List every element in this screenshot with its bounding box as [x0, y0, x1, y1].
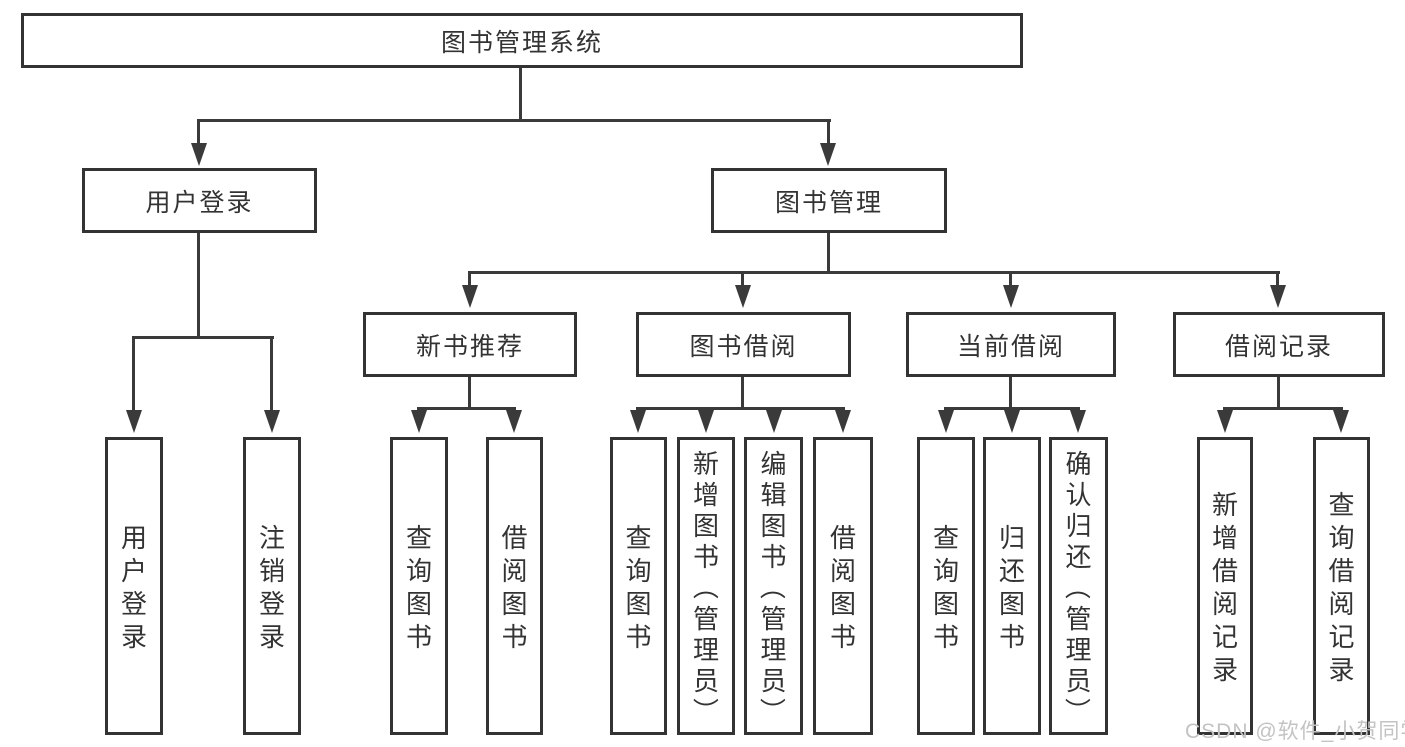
connector-line — [944, 407, 1080, 410]
arrow-down-icon — [1004, 410, 1020, 433]
arrow-down-icon — [1070, 410, 1086, 433]
node-user-login: 用户登录 — [82, 168, 317, 233]
arrow-down-icon — [1003, 285, 1019, 308]
node-book-borrowing: 图书借阅 — [636, 312, 851, 377]
node-add-borrow-record: 新增借阅记录 — [1197, 437, 1253, 735]
arrow-down-icon — [191, 143, 207, 166]
arrow-down-icon — [1333, 410, 1349, 433]
connector-line — [741, 377, 744, 407]
arrow-down-icon — [735, 285, 751, 308]
connector-line — [636, 407, 845, 410]
connector-line — [270, 336, 273, 411]
connector-line — [197, 233, 200, 336]
arrow-down-icon — [126, 410, 142, 433]
connector-line — [827, 233, 830, 271]
arrow-down-icon — [411, 410, 427, 433]
node-root: 图书管理系统 — [21, 13, 1023, 68]
connector-line — [197, 119, 200, 145]
connector-line — [468, 271, 471, 287]
connector-line — [1276, 271, 1279, 287]
node-borrow-books-recommend: 借阅图书 — [486, 437, 543, 735]
node-confirm-return-admin: 确认归还（管理员） — [1049, 437, 1108, 735]
node-edit-books-admin: 编辑图书（管理员） — [744, 437, 803, 735]
connector-line — [827, 119, 830, 145]
node-user-login-leaf: 用户登录 — [105, 437, 163, 735]
connector-line — [1009, 377, 1012, 407]
connector-line — [1223, 407, 1343, 410]
connector-line — [741, 271, 744, 287]
arrow-down-icon — [1270, 285, 1286, 308]
node-query-books-recommend: 查询图书 — [390, 437, 448, 735]
node-book-management: 图书管理 — [711, 168, 947, 233]
watermark: CSDN @软件_小贺同学 — [1185, 720, 1405, 743]
arrow-down-icon — [506, 410, 522, 433]
connector-line — [468, 377, 471, 407]
arrow-down-icon — [820, 143, 836, 166]
connector-line — [468, 271, 1280, 274]
node-query-borrow-record: 查询借阅记录 — [1313, 437, 1370, 735]
arrow-down-icon — [264, 410, 280, 433]
node-add-books-admin: 新增图书（管理员） — [677, 437, 735, 735]
node-query-books-current: 查询图书 — [917, 437, 975, 735]
node-logout-leaf: 注销登录 — [243, 437, 301, 735]
node-current-borrowing: 当前借阅 — [906, 312, 1116, 377]
connector-line — [132, 336, 274, 339]
arrow-down-icon — [766, 410, 782, 433]
arrow-down-icon — [835, 410, 851, 433]
node-borrowing-records: 借阅记录 — [1173, 312, 1385, 377]
connector-line — [197, 119, 831, 122]
connector-line — [1277, 377, 1280, 407]
node-new-book-recommend: 新书推荐 — [363, 312, 577, 377]
node-borrow-books-borrowing: 借阅图书 — [813, 437, 873, 735]
connector-line — [417, 407, 516, 410]
node-return-books: 归还图书 — [983, 437, 1041, 735]
connector-line — [519, 68, 522, 119]
arrow-down-icon — [462, 285, 478, 308]
node-query-books-borrowing: 查询图书 — [610, 437, 667, 735]
connector-line — [132, 336, 135, 411]
connector-line — [1009, 271, 1012, 287]
arrow-down-icon — [938, 410, 954, 433]
arrow-down-icon — [1217, 410, 1233, 433]
arrow-down-icon — [630, 410, 646, 433]
arrow-down-icon — [698, 410, 714, 433]
